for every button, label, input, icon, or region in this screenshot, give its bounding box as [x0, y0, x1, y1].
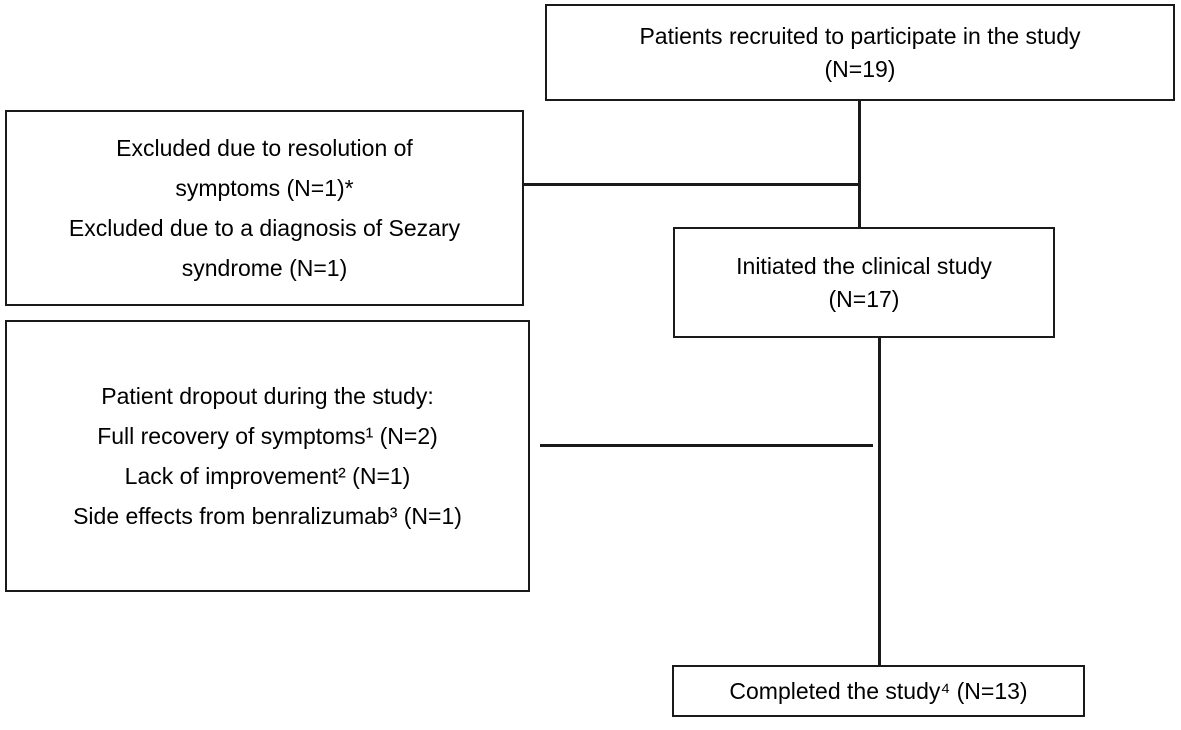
node-line: Initiated the clinical study	[736, 252, 992, 279]
node-line: Patient dropout during the study:	[101, 382, 434, 409]
node-line: symptoms (N=1)*	[175, 174, 354, 201]
connector-initiated-to-completed	[878, 337, 881, 666]
node-line: syndrome (N=1)	[181, 255, 348, 282]
node-line: Side effects from benralizumab³ (N=1)	[73, 503, 462, 530]
connector-recruited-to-initiated	[858, 100, 861, 228]
node-line: Full recovery of symptoms¹ (N=2)	[97, 422, 438, 449]
node-patients-recruited: Patients recruited to participate in the…	[545, 4, 1175, 101]
connector-excluded-to-trunk	[524, 183, 861, 186]
connector-dropout-to-trunk	[540, 444, 873, 447]
node-line: Completed the study⁴ (N=13)	[729, 677, 1028, 704]
node-line: (N=19)	[824, 55, 896, 82]
node-line: Lack of improvement² (N=1)	[124, 463, 411, 489]
node-excluded-patients: Excluded due to resolution of symptoms (…	[5, 110, 524, 306]
node-completed-study: Completed the study⁴ (N=13)	[672, 665, 1085, 717]
node-line: (N=17)	[828, 285, 900, 312]
node-line: Excluded due to a diagnosis of Sezary	[68, 215, 461, 241]
node-initiated-clinical-study: Initiated the clinical study (N=17)	[673, 227, 1055, 338]
node-line: Patients recruited to participate in the…	[639, 22, 1081, 49]
node-patient-dropout: Patient dropout during the study: Full r…	[5, 320, 530, 592]
node-line: Excluded due to resolution of	[116, 134, 413, 161]
